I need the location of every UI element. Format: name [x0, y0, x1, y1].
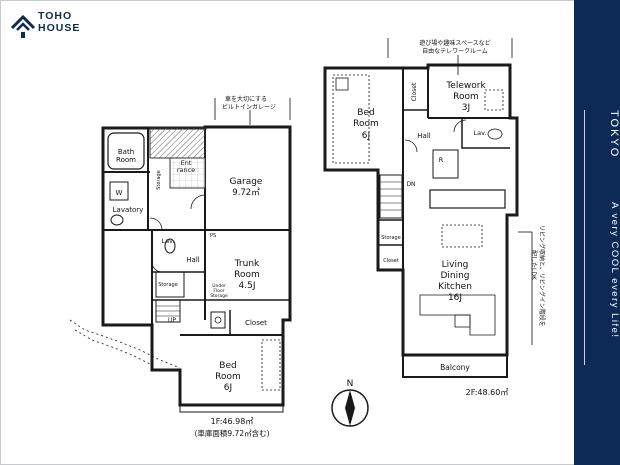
floor-2	[323, 63, 519, 378]
svg-text:Bath: Bath	[118, 148, 134, 156]
floor-1-labels: 車を大切にする ビルトインガレージ Bath Room Ent rance St…	[113, 95, 291, 438]
svg-text:Lavatory: Lavatory	[113, 206, 144, 214]
brand-logo	[6, 8, 96, 44]
brand-logo-text: TOHO HOUSE	[38, 10, 81, 34]
garage-label: Garage	[230, 177, 263, 187]
svg-text:Room: Room	[116, 156, 136, 164]
svg-text:Under: Under	[212, 283, 226, 289]
svg-text:Room: Room	[234, 270, 260, 280]
garage-note-line1: 車を大切にする	[225, 95, 267, 103]
svg-text:UP: UP	[168, 317, 176, 324]
svg-text:Living: Living	[442, 260, 469, 270]
svg-text:16J: 16J	[448, 293, 462, 303]
svg-text:Lav.: Lav.	[473, 129, 486, 137]
svg-text:PS: PS	[210, 233, 216, 239]
svg-text:DN: DN	[406, 181, 415, 188]
svg-text:Floor: Floor	[213, 288, 224, 294]
svg-text:Hall: Hall	[417, 132, 430, 140]
side-slogan: A very COOL every Life!	[609, 202, 620, 339]
svg-text:6J: 6J	[224, 383, 232, 393]
floor-1	[69, 125, 292, 413]
svg-text:Bed: Bed	[219, 361, 236, 371]
svg-text:Storage: Storage	[158, 282, 178, 288]
svg-text:自由なテレワークルーム: 自由なテレワークルーム	[422, 47, 488, 55]
floor1-area-note: (車庫面積9.72㎡含む)	[194, 428, 269, 438]
floor2-area: 2F:48.60㎡	[466, 388, 509, 397]
house-logo-icon	[10, 14, 36, 38]
svg-text:3J: 3J	[462, 103, 470, 113]
svg-text:Bed: Bed	[357, 108, 374, 118]
bathtub	[107, 132, 145, 170]
svg-text:Closet: Closet	[411, 82, 418, 101]
svg-text:Ent: Ent	[181, 159, 192, 167]
floor2-outer-wall	[323, 63, 519, 357]
svg-text:rance: rance	[177, 166, 195, 174]
svg-text:W: W	[116, 189, 123, 197]
svg-text:Closet: Closet	[383, 258, 399, 264]
svg-text:遊び場や趣味スペースなど: 遊び場や趣味スペースなど	[419, 39, 490, 47]
svg-text:Hall: Hall	[186, 256, 199, 264]
svg-text:R: R	[439, 156, 444, 164]
floor-plan: 車を大切にする ビルトインガレージ Bath Room Ent rance St…	[69, 38, 546, 438]
svg-text:Closet: Closet	[245, 319, 267, 327]
svg-text:Storage: Storage	[210, 293, 228, 299]
side-title: TOKYO	[608, 110, 620, 159]
garage-note-line2: ビルトインガレージ	[222, 103, 276, 111]
entrance-stair-hatch	[149, 127, 206, 159]
svg-text:Trunk: Trunk	[234, 259, 260, 269]
svg-text:Room: Room	[453, 92, 479, 102]
north-compass: N	[331, 379, 369, 427]
svg-text:Telework: Telework	[445, 81, 486, 91]
side-band-text: TOKYO A very COOL every Life!	[576, 100, 620, 370]
garage-area: 9.72㎡	[232, 188, 260, 198]
side-band	[574, 0, 620, 465]
side-band-divider	[584, 110, 585, 365]
svg-text:Dining: Dining	[440, 271, 469, 281]
svg-text:Room: Room	[353, 119, 379, 129]
svg-text:Storage: Storage	[381, 235, 401, 241]
balcony-outline	[402, 354, 508, 378]
ldk-note-line2: 配したLDK	[530, 250, 537, 281]
ldk-note-line1: リビング収納と、リビングイン階段を	[538, 225, 546, 327]
svg-text:Balcony: Balcony	[440, 363, 470, 372]
svg-text:Kitchen: Kitchen	[438, 282, 472, 292]
svg-text:6J: 6J	[362, 131, 370, 141]
compass-north-label: N	[347, 379, 354, 389]
floor-2-labels: 遊び場や趣味スペースなど 自由なテレワークルーム Bed Room 6J Clo…	[353, 38, 546, 397]
floor1-area: 1F:46.98㎡	[211, 417, 254, 426]
svg-text:Room: Room	[215, 372, 241, 382]
svg-text:Lav.: Lav.	[161, 237, 174, 245]
svg-text:Storage: Storage	[156, 170, 162, 190]
svg-text:4.5J: 4.5J	[239, 281, 256, 291]
